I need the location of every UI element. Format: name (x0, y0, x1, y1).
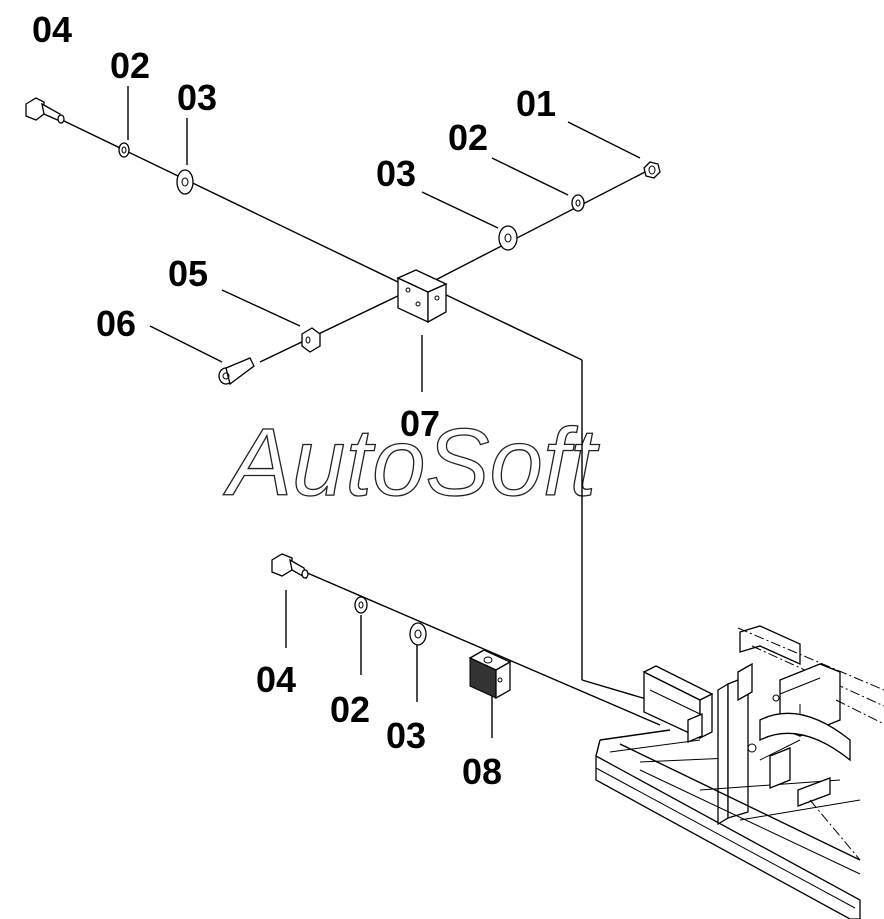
block-08 (468, 649, 512, 700)
label-05: 05 (168, 253, 208, 294)
label-bot-03: 03 (386, 715, 426, 756)
bolt-04-bottom (271, 553, 309, 580)
clip-05 (301, 327, 321, 353)
label-bot-04: 04 (256, 659, 296, 700)
upper-screw-axis-line (259, 293, 403, 363)
bracket-to-frame-line (439, 291, 583, 361)
label-mid-03: 03 (376, 153, 416, 194)
label-bot-02: 02 (330, 689, 370, 730)
washer-03-bottom (409, 622, 427, 646)
washer-02-right (571, 194, 585, 212)
label-bot-08: 08 (462, 751, 502, 792)
leader-lines (127, 86, 641, 738)
leader-06 (149, 325, 223, 363)
leader-01 (567, 121, 641, 159)
nut-01 (643, 161, 661, 179)
label-top-02: 02 (110, 45, 150, 86)
upper-bolt-axis-line (61, 119, 401, 284)
leader-mid-03 (421, 191, 499, 229)
vehicle-frame (595, 625, 884, 919)
upper-assembly-lines (61, 119, 691, 713)
washer-02-bottom (354, 596, 368, 614)
label-06: 06 (96, 303, 136, 344)
bolt-04-top (25, 97, 65, 124)
label-top-03: 03 (177, 77, 217, 118)
leader-05 (221, 289, 301, 327)
label-right-02: 02 (448, 117, 488, 158)
washer-03-mid (498, 225, 518, 251)
watermark-text: AutoSoft (223, 409, 600, 516)
washer-02-top (118, 142, 130, 158)
label-01: 01 (516, 83, 556, 124)
label-07: 07 (400, 403, 440, 444)
washer-03-top (176, 169, 194, 195)
leader-right-02 (491, 157, 569, 196)
upper-nut-axis-line (419, 171, 646, 289)
label-top-04: 04 (32, 9, 72, 50)
screw-06 (218, 357, 255, 386)
bracket-07 (396, 269, 448, 324)
